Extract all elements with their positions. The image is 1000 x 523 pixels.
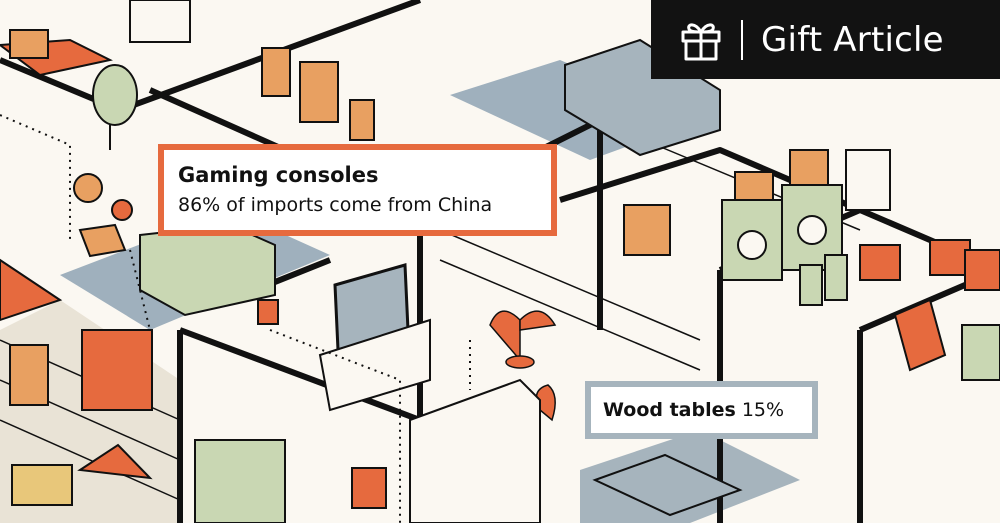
planter-box xyxy=(11,464,73,506)
callout-title: Wood tables xyxy=(603,399,736,421)
stroller xyxy=(893,298,947,372)
luggage-1 xyxy=(799,264,823,306)
laundry-basket-2 xyxy=(789,149,829,186)
callout-gaming-consoles: Gaming consoles 86% of imports come from… xyxy=(158,144,557,236)
teddy-bear xyxy=(73,173,103,203)
speaker xyxy=(257,299,279,325)
storage-bin xyxy=(961,324,1000,381)
luggage-2 xyxy=(824,254,848,301)
gift-article-button[interactable]: Gift Article xyxy=(651,0,1000,79)
callout-value: 15% xyxy=(741,399,785,421)
bbq-grill xyxy=(81,329,153,411)
box-3 xyxy=(964,249,1000,291)
gift-article-label: Gift Article xyxy=(761,19,944,60)
callout-subtitle: 86% of imports come from China xyxy=(178,194,493,216)
callout-wood-tables: Wood tables 15% xyxy=(585,381,818,439)
gift-button-separator xyxy=(741,19,743,60)
laundry-basket-1 xyxy=(734,171,774,201)
monitor xyxy=(9,29,49,59)
storage-cabinet xyxy=(194,439,286,523)
wall-frame-2 xyxy=(299,61,339,123)
play-mat xyxy=(78,223,127,258)
wall-frame-4 xyxy=(623,204,671,256)
wall-frame-3 xyxy=(349,99,375,141)
basketball xyxy=(111,199,133,221)
dining-table xyxy=(592,453,743,517)
dryer xyxy=(845,149,891,211)
patio-umbrella xyxy=(0,258,63,322)
rain-umbrella xyxy=(77,443,153,480)
tv-stand xyxy=(318,318,431,412)
callout-title: Gaming consoles xyxy=(178,163,379,187)
wall-frame-1 xyxy=(261,47,291,97)
office-chair xyxy=(92,64,138,126)
wall-calendar xyxy=(351,467,387,509)
cube-shelf xyxy=(409,378,541,523)
gift-icon xyxy=(681,22,721,60)
patio-chair xyxy=(9,344,49,406)
box-1 xyxy=(859,244,901,281)
dresser xyxy=(129,0,191,43)
palm-plant xyxy=(489,310,557,369)
